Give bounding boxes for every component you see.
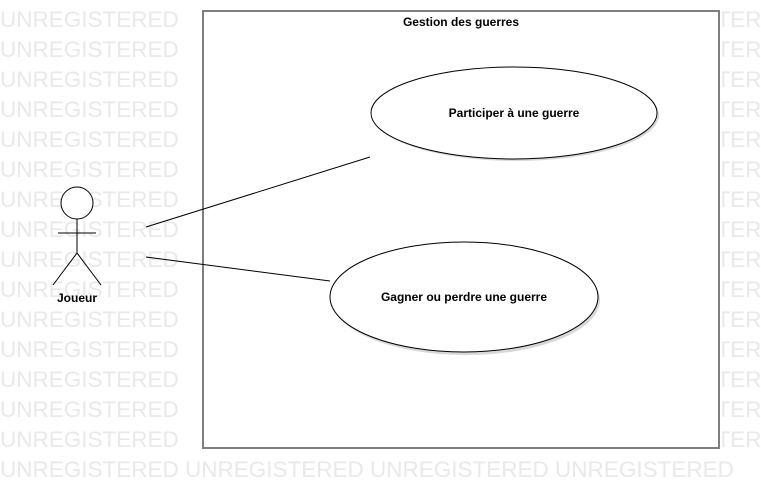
association-line[interactable] [145,256,331,282]
watermark-text: UNREGISTERED [722,97,761,122]
use-case-label: Gagner ou perdre une guerre [380,290,548,304]
use-case-ellipse[interactable] [370,66,658,160]
watermark-text: UNREGISTERED [722,397,761,422]
watermark-text: UNREGISTERED [722,427,761,450]
watermark-text: UNREGISTERED [0,337,179,362]
watermark-text: UNREGISTERED [722,337,761,362]
watermark-text: UNREGISTERED [0,427,179,452]
system-title: Gestion des guerres [402,15,520,29]
watermark-text: UNREGISTERED [722,247,761,272]
association-line[interactable] [145,156,371,228]
watermark-text: UNREGISTERED [722,187,761,212]
watermark-text: UNREGISTERED [0,307,179,332]
watermark-text: UNREGISTERED [722,127,761,152]
watermark-text: UNREGISTERED [0,7,179,32]
watermark-text: UNREGISTERED [0,217,179,242]
watermark-text: UNREGISTERED [0,277,179,302]
watermark-text: UNREGISTERED [722,67,761,92]
watermark-text: UNREGISTERED [0,157,179,182]
watermark-text: UNREGISTERED [722,157,761,182]
watermark-text: UNREGISTERED [0,397,179,422]
watermark-text: UNREGISTERED [0,67,179,92]
watermark-text: UNREGISTERED [722,307,761,332]
watermark-right-strip: UNREGISTERED UNREGISTERED UNREGISTERED U… [722,0,761,450]
watermark-text: UNREGISTERED [722,37,761,62]
watermark-text: UNREGISTERED [0,247,179,272]
stick-figure-actor-icon[interactable] [52,186,102,286]
use-case-ellipse[interactable] [329,241,599,353]
watermark-text: UNREGISTERED [0,127,179,152]
watermark-text: UNREGISTERED [0,37,179,62]
watermark-text: UNREGISTERED [0,97,179,122]
watermark-text: UNREGISTERED [722,217,761,242]
use-case-label: Participer à une guerre [448,106,580,120]
watermark-text: UNREGISTERED [722,367,761,392]
watermark-text: UNREGISTERED [722,7,761,32]
watermark-text: UNREGISTERED [0,367,179,392]
watermark-text: UNREGISTERED [722,277,761,302]
watermark-row-bottom: UNREGISTERED UNREGISTERED UNREGISTERED U… [0,457,734,482]
actor-label: Joueur [56,291,97,305]
